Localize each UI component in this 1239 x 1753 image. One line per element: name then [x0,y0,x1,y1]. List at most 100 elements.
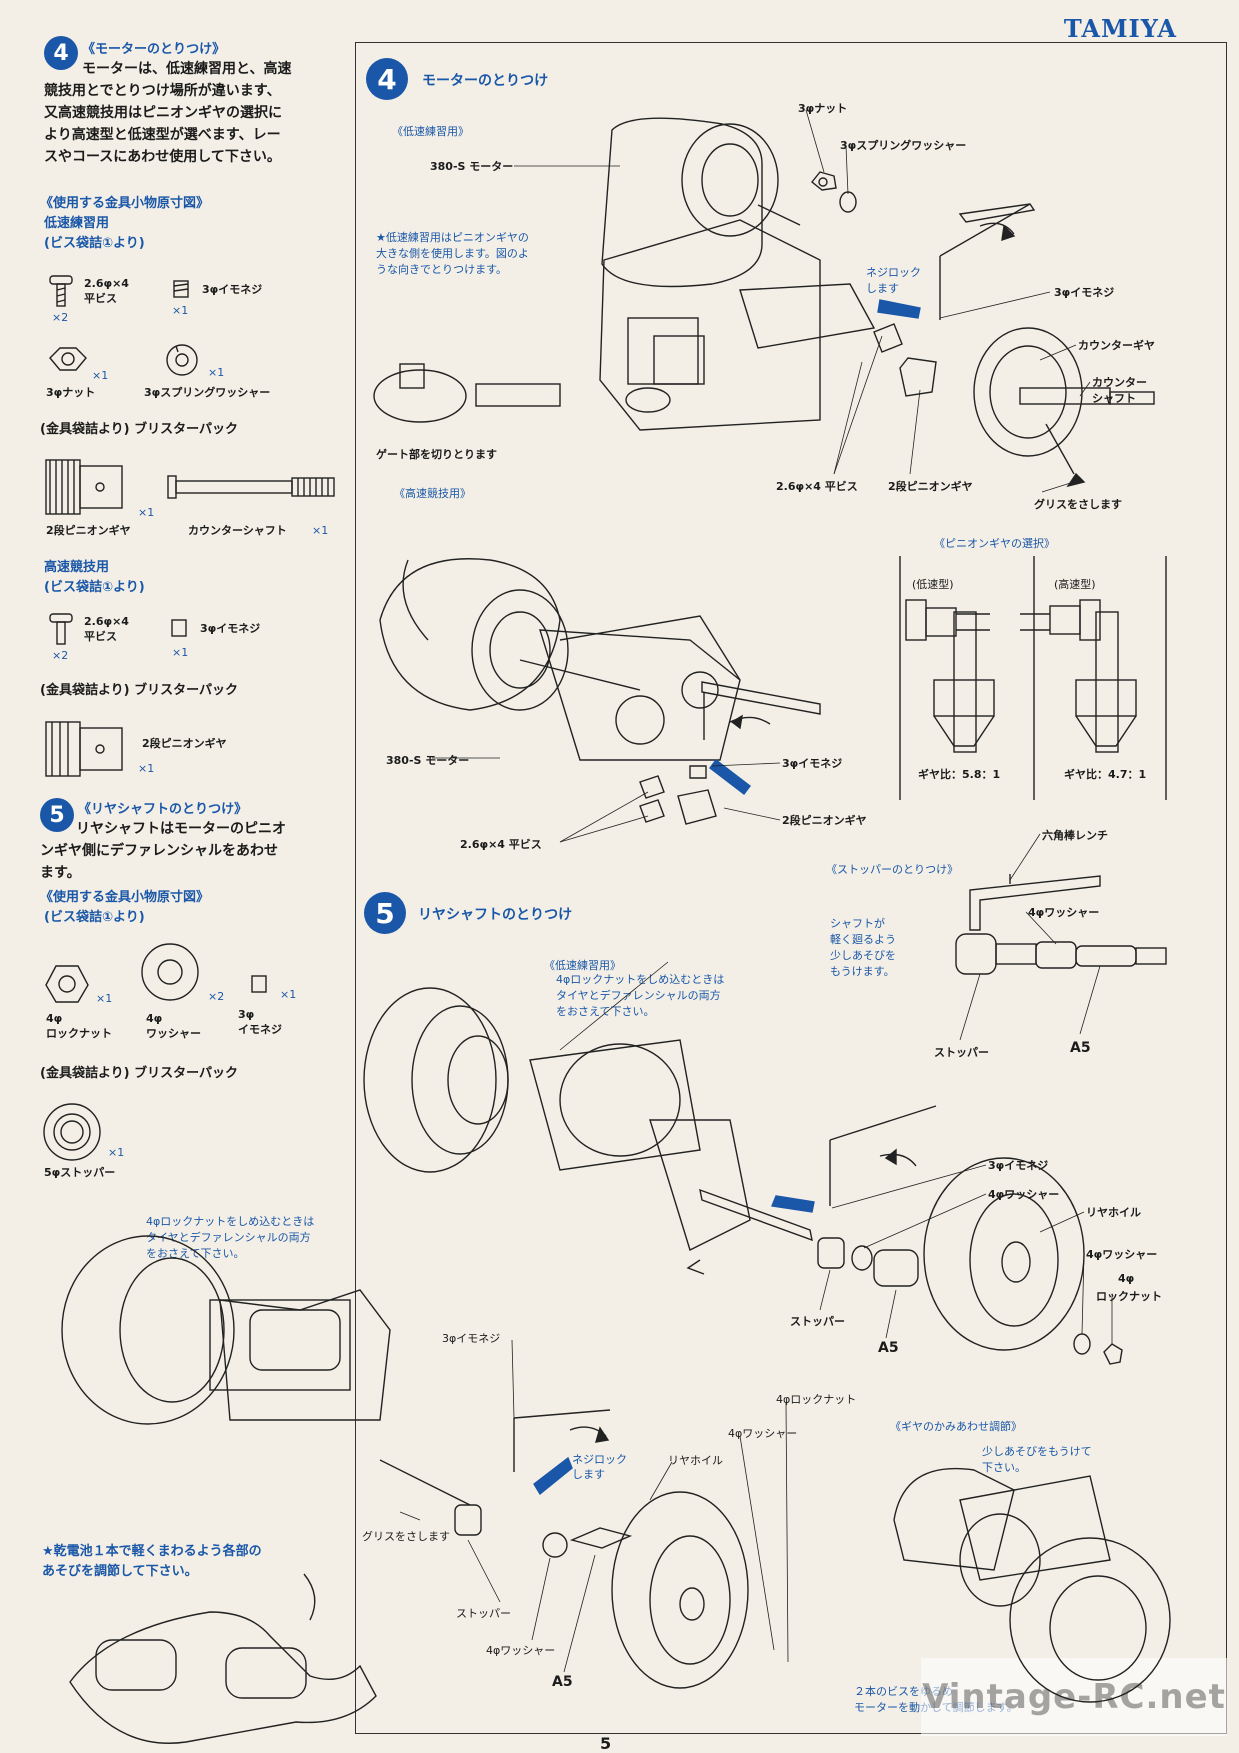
right-screw-callout-2: 2.6φ×4 平ビス [460,838,542,851]
setscrew-label-2: 3φイモネジ [200,622,261,635]
battery-note-1: ★乾電池１本で軽くまわるよう各部の [42,1544,262,1559]
right-a5-callout-2: A5 [878,1340,899,1356]
step4-body-line1: モーターは、低速練習用と、高速 [82,61,292,77]
right-stopper-callout-1: ストッパー [934,1046,989,1059]
shaft-note-2: 軽く廻るよう [830,933,896,946]
left-step4-header: 4 《モーターのとりつけ》 [44,36,225,70]
bag1-label-3: (ビス袋詰①より) [44,910,145,925]
low-speed-label: 低速練習用 [44,216,110,231]
stopper-drawing [43,1103,101,1161]
low-note-3: うな向きでとりつけます。 [376,263,508,276]
screw-type-2: 平ビス [84,630,117,643]
right-a5-callout-1: A5 [1070,1040,1091,1056]
blister-label-1: (金具袋詰より) ブリスターパック [40,422,239,437]
step4-body-line4: より高速型と低速型が選べます、レー [44,127,281,143]
step4-number-badge: 4 [44,36,78,70]
setscrew-qty-1: ×1 [172,304,189,317]
right-step4-title: モーターのとりつけ [422,73,549,89]
low-type-label: (低速型) [912,578,954,591]
right-motor-callout-2: 380-S モーター [386,754,470,767]
right-pinion-callout-2: 2段ピニオンギヤ [782,814,867,827]
right-low-label: 《低速練習用》 [392,125,469,138]
s5-note-2: タイヤとデファレンシャルの両方 [556,989,721,1002]
setscrew-name-3: イモネジ [238,1023,282,1036]
low-note-1: ★低速練習用はピニオンギヤの [376,231,529,244]
pinion-label-2: 2段ピニオンギヤ [142,737,227,750]
step4-body-line2: 競技用とでとりつけ場所が違います、 [44,83,281,99]
setscrew-qty-2: ×1 [172,646,189,659]
page-number: 5 [600,1734,612,1753]
left-grease-callout: グリスをさします [362,1530,450,1543]
step4-body-line5: スやコースにあわせ使用して下さい。 [44,149,281,165]
s5-low-label: 《低速練習用》 [544,959,621,972]
screw-drawing [49,275,73,307]
right-step4-badge: 4 [366,58,408,100]
locknut-name: ロックナット [46,1027,112,1040]
ratio-low: ギヤ比：5.8：1 [918,768,1001,781]
spring-washer-drawing [166,344,198,376]
low-speed-motor-drawing [373,117,1155,488]
washer-drawing [141,943,199,1001]
left-setscrew-callout: 3φイモネジ [442,1332,501,1345]
watermark: Vintage-RC.net [921,1658,1227,1736]
parts-heading-1: 《使用する金具小物原寸図》 [40,196,210,211]
gear-mesh-drawing [893,1467,1171,1703]
right-grease-callout: グリスをさします [1034,498,1122,511]
blue-arrow-right-1 [877,299,921,319]
spring-washer-label: 3φスプリングワッシャー [144,386,271,399]
step4-body-line3: 又高速競技用はピニオンギヤの選択に [44,105,282,121]
right-neji-lock-1: ネジロック [866,266,921,279]
left-leader-lines [399,1339,789,1673]
stopper-qty: ×1 [108,1146,125,1159]
shaft-note-1: シャフトが [830,917,885,930]
high-type-label: (高速型) [1054,578,1096,591]
pinion-qty-2: ×1 [138,762,155,775]
right-screw-callout-1: 2.6φ×4 平ビス [776,480,858,493]
left-rear-wheel-callout: リヤホイル [668,1454,723,1467]
left-locknut-callout: 4φロックナット [776,1393,857,1406]
left-step5-header: 5 《リヤシャフトのとりつけ》 [40,798,247,832]
countershaft-qty: ×1 [312,524,329,537]
left-neji-lock-1: ネジロック [572,1453,627,1466]
pinion-select-label: 《ピニオンギヤの選択》 [934,537,1055,550]
right-washer-callout-1: 4φワッシャー [1028,906,1100,919]
nut-drawing [49,347,87,371]
parts-heading-2: 《使用する金具小物原寸図》 [40,890,210,905]
shaft-note-4: もうけます。 [830,965,895,978]
right-setscrew-callout-2: 3φイモネジ [782,757,843,770]
right-locknut-name: ロックナット [1096,1290,1162,1303]
mesh-adjust-label: 《ギヤのかみあわせ調節》 [890,1420,1022,1433]
stopper-mount-drawing [955,874,1167,975]
spring-qty: ×1 [208,366,225,379]
step5-title: 《リヤシャフトのとりつけ》 [78,802,248,817]
left-washer-callout-2: 4φワッシャー [728,1427,798,1440]
blue-arrow-right-3 [771,1195,815,1213]
screw-size: 2.6φ×4 [84,277,129,290]
blister-label-2: (金具袋詰より) ブリスターパック [40,683,239,698]
brand-logo: TAMIYA [1063,14,1177,43]
right-locknut-size: 4φ [1118,1272,1135,1285]
bag1-label-2: (ビス袋詰①より) [44,580,145,595]
right-rear-wheel-callout: リヤホイル [1086,1206,1141,1219]
step5-body-line1: リヤシャフトはモーターのピニオ [76,821,286,837]
step5-number-badge: 5 [40,798,74,832]
locknut-drawing [45,965,89,1003]
mesh-note-2: 下さい。 [982,1461,1026,1474]
left-washer-callout: 4φワッシャー [486,1644,556,1657]
washer-qty: ×2 [208,990,225,1003]
screw-drawing-2 [49,613,73,645]
setscrew-drawing [173,280,189,298]
right-step4-header: 4 [366,58,408,100]
setscrew-label-1: 3φイモネジ [202,283,263,296]
setscrew-size-3: 3φ [238,1008,255,1021]
counter-shaft-callout-2: シャフト [1092,392,1136,405]
setscrew-drawing-2 [171,619,187,637]
pinion-drawing-2 [45,721,123,777]
s5-note-3: をおさえて下さい。 [556,1005,655,1018]
step5-body-line3: ます。 [40,865,81,881]
pinion-drawing-1 [45,459,123,515]
nut-qty: ×1 [92,369,109,382]
high-speed-motor-drawing [379,558,821,825]
pinion-qty-1: ×1 [138,506,155,519]
